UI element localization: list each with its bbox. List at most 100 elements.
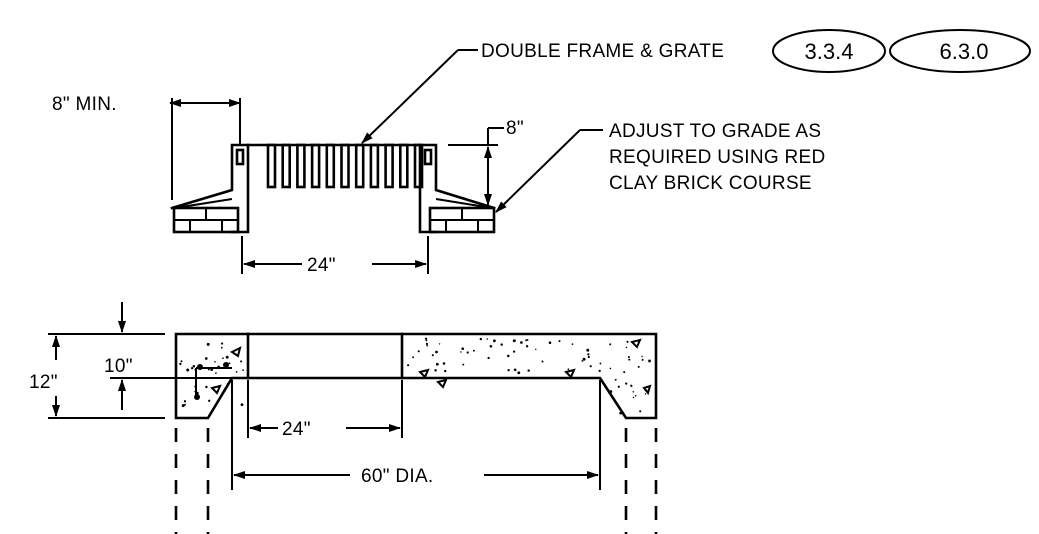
concrete-aggregate [179, 337, 651, 415]
aggregate-speck [479, 337, 482, 341]
aggregate-speck [623, 371, 626, 374]
ref-bubble-a-label: 3.3.4 [805, 39, 854, 64]
aggregate-speck [639, 410, 642, 413]
dim-grate-opening: 24" [241, 236, 429, 276]
aggregate-speck [179, 362, 182, 366]
aggregate-speck [599, 362, 602, 365]
ref-bubble-a [772, 29, 886, 73]
grate-bar [398, 143, 409, 189]
adjust-line-3: CLAY BRICK COURSE [609, 173, 812, 194]
aggregate-speck [512, 339, 516, 343]
aggregate-speck [235, 371, 238, 373]
dim-slab-thickness: 12" [29, 333, 165, 419]
grate-bars [266, 143, 424, 189]
grate-bar [369, 143, 380, 189]
aggregate-speck [558, 340, 561, 343]
adjust-line-1: ADJUST TO GRADE AS [609, 121, 821, 142]
aggregate-speck [609, 343, 612, 346]
aggregate-speck [240, 403, 244, 407]
aggregate-speck [435, 350, 438, 354]
aggregate-speck [204, 357, 208, 360]
aggregate-speck [527, 369, 530, 372]
aggregate-speck [626, 340, 629, 343]
aggregate-speck [487, 356, 490, 360]
grate-bar [296, 143, 306, 189]
aggregate-speck [461, 347, 465, 351]
aggregate-speck [425, 342, 428, 345]
dim-slab-inner: 10" [104, 302, 232, 410]
aggregate-speck [609, 390, 613, 394]
aggregate-speck [625, 382, 628, 385]
aggregate-speck [192, 365, 196, 368]
aggregate-speck [181, 404, 185, 408]
aggregate-speck [641, 358, 644, 361]
aggregate-speck [512, 350, 516, 353]
aggregate-speck [221, 342, 224, 345]
aggregate-speck [434, 369, 437, 372]
dim-slab-thickness-label: 12" [29, 372, 58, 393]
aggregate-speck [517, 371, 521, 375]
aggregate-speck [186, 368, 190, 372]
aggregate-speck [587, 353, 590, 356]
aggregate-speck [582, 357, 586, 361]
aggregate-speck [589, 365, 592, 368]
grate-bar [281, 143, 292, 189]
aggregate-speck [466, 351, 469, 354]
aggregate-speck [412, 356, 415, 359]
aggregate-speck [220, 346, 223, 349]
aggregate-speck [472, 349, 475, 352]
aggregate-speck [630, 384, 633, 387]
aggregate-speck [513, 368, 517, 372]
dim-diameter-label: 60" DIA. [361, 466, 434, 487]
aggregate-speck [637, 365, 640, 368]
aggregate-speck [627, 355, 630, 359]
aggregate-speck [571, 343, 574, 345]
aggregate-speck [184, 403, 186, 406]
grate-bar [325, 143, 336, 189]
dim-slab-opening: 24" [247, 380, 403, 440]
ref-bubble-b-label: 6.3.0 [940, 39, 989, 64]
top-slab [174, 332, 658, 420]
aggregate-speck [208, 399, 211, 402]
callout-adjust-grade: ADJUST TO GRADE AS REQUIRED USING RED CL… [495, 121, 826, 213]
aggregate-speck [520, 341, 523, 344]
aggregate-speck [460, 351, 462, 353]
aggregate-speck [567, 368, 570, 371]
aggregate-speck [644, 393, 647, 395]
aggregate-speck [625, 346, 628, 349]
aggregate-speck [525, 339, 528, 342]
aggregate-speck [431, 354, 434, 357]
adjust-line-2: REQUIRED USING RED [609, 147, 826, 168]
aggregate-speck [507, 354, 510, 358]
dim-frame-height: 8" [448, 118, 524, 206]
aggregate-speck [581, 360, 584, 362]
aggregate-speck [598, 369, 601, 373]
aggregate-speck [548, 341, 552, 344]
frame-and-grate [170, 143, 496, 234]
aggregate-speck [648, 360, 651, 363]
aggregate-speck [617, 385, 620, 388]
aggregate-speck [438, 343, 441, 345]
aggregate-speck [609, 367, 612, 370]
aggregate-speck [489, 345, 493, 348]
aggregate-speck [228, 362, 231, 365]
dim-frame-min: 8" MIN. [52, 94, 241, 200]
aggregate-speck [424, 337, 428, 340]
aggregate-speck [426, 344, 429, 347]
aggregate-speck [214, 360, 216, 363]
dim-frame-min-label: 8" MIN. [52, 94, 117, 115]
dim-grate-opening-label: 24" [307, 255, 336, 276]
aggregate-speck [242, 369, 244, 371]
aggregate-speck [619, 411, 622, 415]
aggregate-speck [226, 382, 229, 386]
aggregate-speck [222, 357, 224, 360]
aggregate-speck [444, 369, 447, 373]
grate-bar [354, 143, 365, 189]
callout-frame-grate: DOUBLE FRAME & GRATE 3.3.4 6.3.0 [361, 29, 1031, 144]
aggregate-speck [190, 367, 194, 370]
aggregate-speck [500, 343, 503, 346]
dim-slab-inner-label: 10" [104, 356, 133, 377]
aggregate-speck [632, 391, 635, 393]
callout-frame-grate-label: DOUBLE FRAME & GRATE [481, 41, 724, 62]
